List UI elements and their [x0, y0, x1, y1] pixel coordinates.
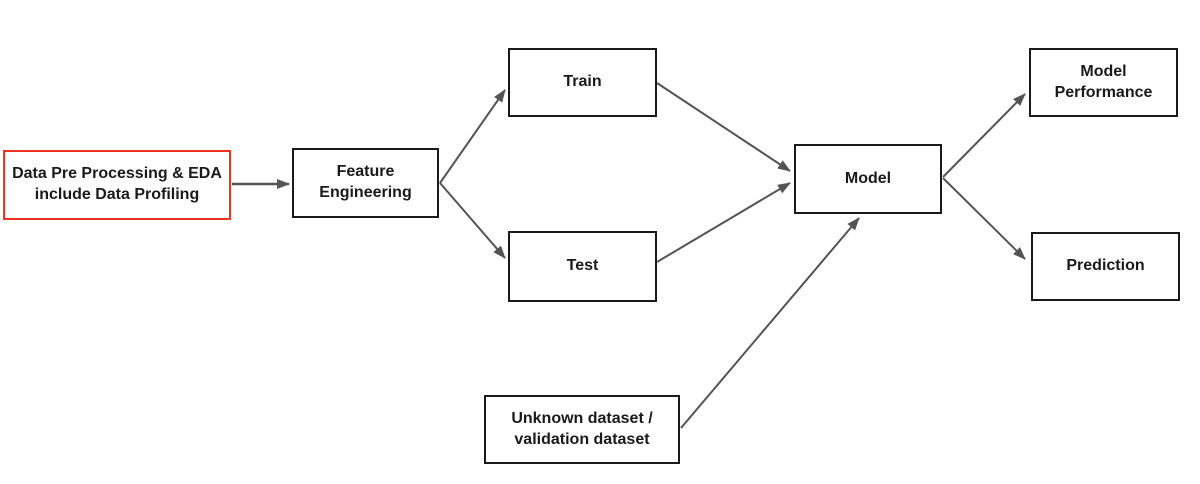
- edge-feature-to-test: [439, 182, 506, 259]
- edge-test-to-model: [656, 182, 791, 263]
- edge-model-to-prediction: [942, 177, 1026, 260]
- node-test: Test: [508, 231, 657, 302]
- node-prediction: Prediction: [1031, 232, 1180, 301]
- node-unknown-dataset: Unknown dataset / validation dataset: [484, 395, 680, 464]
- edge-train-to-model: [656, 82, 791, 172]
- node-feature-engineering: Feature Engineering: [292, 148, 439, 218]
- edge-unknown-to-model: [680, 217, 860, 429]
- node-model-performance: Model Performance: [1029, 48, 1178, 117]
- node-train: Train: [508, 48, 657, 117]
- node-model: Model: [794, 144, 942, 214]
- node-data-pre-processing: Data Pre Processing & EDA include Data P…: [3, 150, 231, 220]
- edge-model-to-performance: [942, 93, 1026, 178]
- edge-feature-to-train: [439, 89, 506, 184]
